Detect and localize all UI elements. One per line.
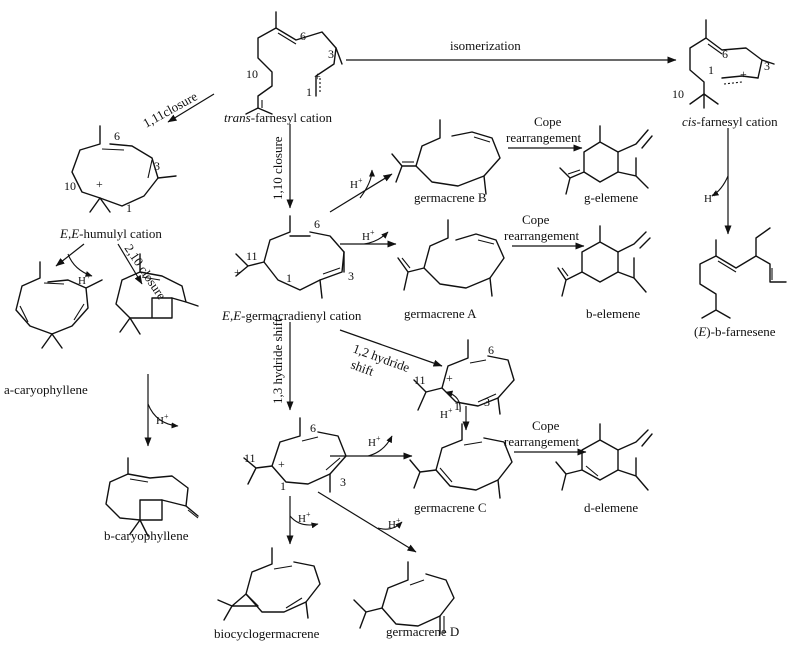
svg-text:6: 6 <box>722 47 728 61</box>
arrow-2-10-closure <box>117 243 143 285</box>
svg-text:1: 1 <box>306 85 312 99</box>
svg-text:+: + <box>314 69 321 83</box>
label-1-3-hydride-shift: 1,3 hydride shift <box>270 318 285 404</box>
svg-text:10: 10 <box>64 179 76 193</box>
svg-text:1: 1 <box>126 201 132 215</box>
svg-text:6: 6 <box>114 129 120 143</box>
label-cope-b-1: Cope <box>534 114 562 129</box>
svg-text:10: 10 <box>672 87 684 101</box>
svg-text:H+: H+ <box>298 510 311 525</box>
label-b-caryophyllene: b-caryophyllene <box>104 528 189 543</box>
svg-text:3: 3 <box>154 159 160 173</box>
label-d-elemene: d-elemene <box>584 500 638 515</box>
cyclobutyl-cation-structure <box>115 253 199 335</box>
germacrene-b-structure <box>391 119 501 195</box>
label-germacrene-b: germacrene B <box>414 190 487 205</box>
svg-text:6: 6 <box>300 29 306 43</box>
svg-text:H+: H+ <box>362 228 375 243</box>
label-a-caryophyllene: a-caryophyllene <box>4 382 88 397</box>
g-elemene-structure <box>559 125 653 195</box>
label-cope-a-2: rearrangement <box>504 228 579 243</box>
reaction-arrows <box>55 56 732 553</box>
label-biocyclogermacrene: biocyclogermacrene <box>214 626 320 641</box>
proton-loss-arrows <box>67 169 729 530</box>
a-caryophyllene-structure <box>15 261 103 349</box>
svg-text:H+: H+ <box>156 412 169 427</box>
label-cope-b-2: rearrangement <box>506 130 581 145</box>
svg-text:1: 1 <box>708 63 714 77</box>
svg-text:11: 11 <box>246 249 258 263</box>
hydride-shift-cation-structure <box>413 339 515 415</box>
label-1-11-closure: 1,11closure <box>140 88 200 130</box>
germacradienyl-cation-structure <box>235 215 345 299</box>
svg-text:1: 1 <box>454 399 460 413</box>
svg-text:3: 3 <box>340 475 346 489</box>
d-elemene-structure <box>555 423 653 491</box>
cis-farnesyl-cation-structure <box>689 19 775 109</box>
svg-text:H+: H+ <box>388 516 401 531</box>
label-cope-c-1: Cope <box>532 418 560 433</box>
label-cope-c-2: rearrangement <box>504 434 579 449</box>
arrow-1-2-hydride-shift <box>339 329 443 367</box>
arrow-1-11-closure <box>167 93 215 123</box>
label-isomerization: isomerization <box>450 38 521 53</box>
label-cis-farnesyl: cis-farnesyl cation <box>682 114 778 129</box>
label-b-elemene: b-elemene <box>586 306 640 321</box>
label-germacrene-c: germacrene C <box>414 500 487 515</box>
svg-text:3: 3 <box>484 395 490 409</box>
svg-text:3: 3 <box>348 269 354 283</box>
germacrene-d-structure <box>353 561 455 635</box>
svg-text:3: 3 <box>328 47 334 61</box>
svg-text:6: 6 <box>314 217 320 231</box>
svg-text:1: 1 <box>286 271 292 285</box>
b-farnesene-structure <box>699 227 787 319</box>
svg-text:10: 10 <box>246 67 258 81</box>
germacrene-a-structure <box>397 219 505 297</box>
svg-text:6: 6 <box>310 421 316 435</box>
svg-text:6: 6 <box>488 343 494 357</box>
b-caryophyllene-structure <box>105 457 199 537</box>
arrow-to-germacrene-d <box>317 491 417 553</box>
atom-numbers: 6 3 10 1 + 6 3 1 10 + 6 3 10 1 + 6 11 1 … <box>64 29 770 493</box>
svg-text:11: 11 <box>244 451 256 465</box>
germacrene-c-structure <box>409 423 513 499</box>
svg-text:+: + <box>446 371 453 385</box>
svg-text:3: 3 <box>764 59 770 73</box>
svg-text:1: 1 <box>280 479 286 493</box>
svg-text:+: + <box>234 265 241 279</box>
label-germacrene-d: germacrene D <box>386 624 459 639</box>
label-b-farnesene: (E)-b-farnesene <box>694 324 776 339</box>
label-1-10-closure: 1,10 closure <box>270 136 285 200</box>
label-g-elemene: g-elemene <box>584 190 638 205</box>
label-cope-a-1: Cope <box>522 212 550 227</box>
svg-text:H+: H+ <box>350 176 363 191</box>
b-elemene-structure <box>557 225 651 297</box>
trans-farnesyl-cation-structure <box>245 11 343 115</box>
svg-text:+: + <box>278 457 285 471</box>
humulyl-cation-structure <box>71 125 177 213</box>
svg-text:H+: H+ <box>704 190 717 205</box>
arrow-to-germacrene-b <box>329 173 393 213</box>
svg-text:H+: H+ <box>78 272 91 287</box>
arrow-to-a-caryophyllene <box>55 243 85 267</box>
label-trans-farnesyl: trans-farnesyl cation <box>224 110 332 125</box>
svg-text:+: + <box>740 67 747 81</box>
label-germacrene-a: germacrene A <box>404 306 477 321</box>
svg-text:11: 11 <box>414 373 426 387</box>
compound-labels: trans-farnesyl cation cis-farnesyl catio… <box>4 110 778 641</box>
proton-labels: H+ H+ H+ H+ H+ H+ H+ H+ H+ <box>78 176 717 531</box>
svg-text:H+: H+ <box>440 406 453 421</box>
biocyclogermacrene-structure <box>217 547 321 621</box>
label-humulyl: E,E-humulyl cation <box>59 226 162 241</box>
allylic-cation-structure <box>243 417 347 493</box>
label-2-10-closure: 2,10 closure <box>122 241 170 302</box>
label-germacradienyl: E,E-germacradienyl cation <box>221 308 362 323</box>
svg-text:+: + <box>96 177 103 191</box>
svg-text:H+: H+ <box>368 434 381 449</box>
